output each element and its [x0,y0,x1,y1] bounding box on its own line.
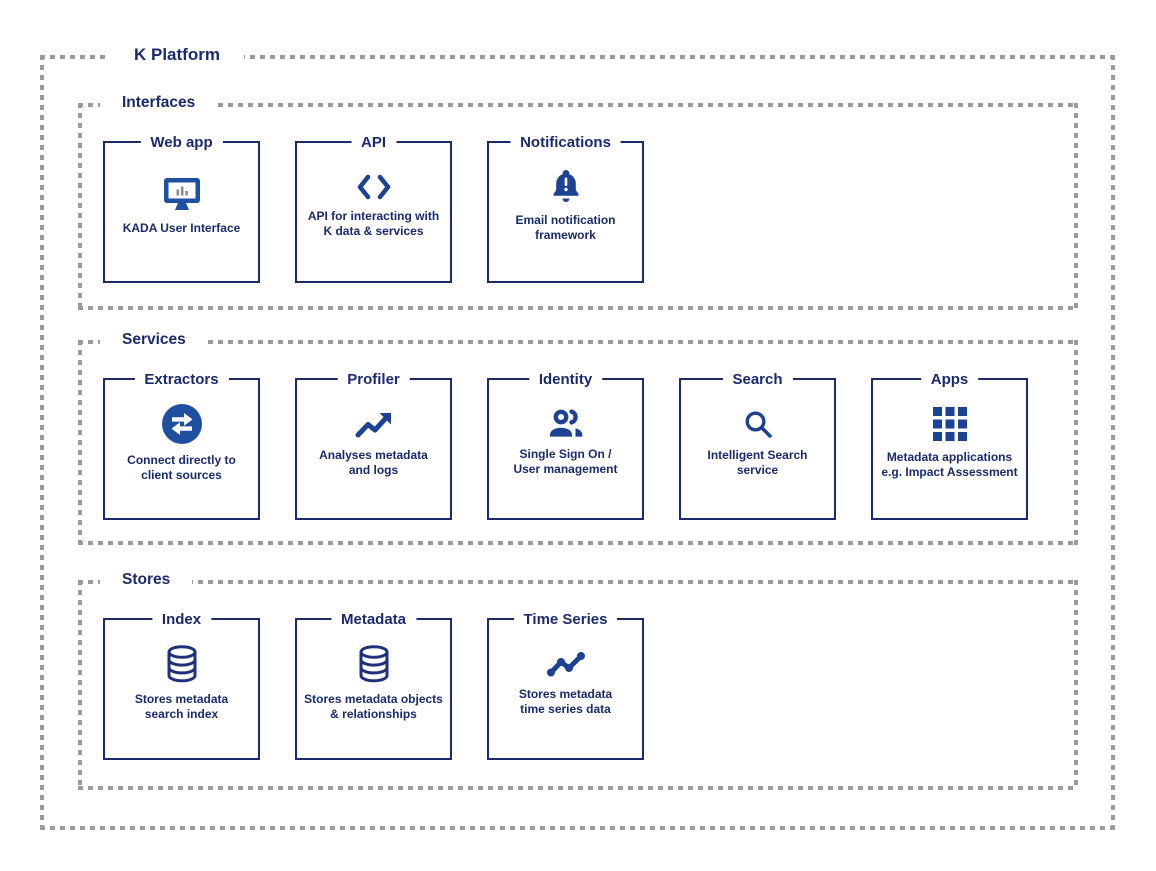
card-title-api: API [350,133,397,152]
card-title-apps: Apps [920,370,979,389]
card-title-extractors: Extractors [134,370,229,389]
card-title-metadata: Metadata [330,610,417,629]
monitor-chart-icon [162,177,202,212]
card-index: Index Stores metadata search index [103,610,260,760]
code-brackets-icon [355,174,393,200]
card-title-time-series: Time Series [513,610,618,629]
card-title-profiler: Profiler [337,370,410,389]
card-desc-time-series: Stores metadata time series data [518,686,613,716]
card-desc-index: Stores metadata search index [134,691,229,721]
section-interfaces: Interfaces Web app [78,93,1078,310]
section-stores: Stores Index Stores metada [78,570,1078,790]
card-search: Search Intelligent Search service [679,370,836,520]
card-desc-search: Intelligent Search service [707,447,808,477]
card-desc-identity: Single Sign On / User management [513,447,618,476]
card-title-identity: Identity [528,370,603,389]
section-title-interfaces: Interfaces [100,93,218,113]
card-api: API API for interacting with K data & se… [295,133,452,283]
card-desc-profiler: Analyses metadata and logs [319,447,428,477]
card-desc-web-app: KADA User Interface [122,220,241,235]
card-title-index: Index [151,610,212,629]
card-extractors: Extractors Connect directly to client so… [103,370,260,520]
sync-arrows-icon [161,403,202,444]
services-card-row: Extractors Connect directly to client so… [78,340,1078,520]
card-desc-metadata: Stores metadata objects & relationships [304,691,443,721]
database-icon [357,645,391,683]
card-title-search: Search [722,370,793,389]
trend-up-icon [355,409,393,439]
section-services: Services Extractors Connect directly to … [78,330,1078,545]
card-desc-notifications: Email notification framework [515,213,616,242]
card-notifications: Notifications Email notification framewo… [487,133,644,283]
stores-card-row: Index Stores metadata search index [78,580,1078,760]
card-time-series: Time Series Stores metadata time ser [487,610,644,760]
magnifier-icon [743,409,773,439]
section-title-services: Services [100,330,208,350]
database-icon [165,645,199,683]
card-desc-api: API for interacting with K data & servic… [307,208,440,238]
card-identity: Identity Single Sign On / User managemen… [487,370,644,520]
interfaces-card-row: Web app KADA User I [78,103,1078,283]
card-apps: Apps [871,370,1028,520]
card-title-notifications: Notifications [510,133,621,152]
card-metadata: Metadata Stores metadata objects & relat… [295,610,452,760]
card-desc-apps: Metadata applications e.g. Impact Assess… [881,449,1018,479]
timeline-icon [546,650,586,678]
users-icon [547,409,585,438]
platform-title: K Platform [110,45,244,65]
card-web-app: Web app KADA User I [103,133,260,283]
platform-container: K Platform Interfaces Web app [40,45,1115,830]
grid-icon [932,406,967,441]
bell-icon [550,169,582,204]
card-title-web-app: Web app [140,133,223,152]
section-title-stores: Stores [100,570,193,590]
card-profiler: Profiler Analyses metadata and logs [295,370,452,520]
card-desc-extractors: Connect directly to client sources [127,452,236,482]
